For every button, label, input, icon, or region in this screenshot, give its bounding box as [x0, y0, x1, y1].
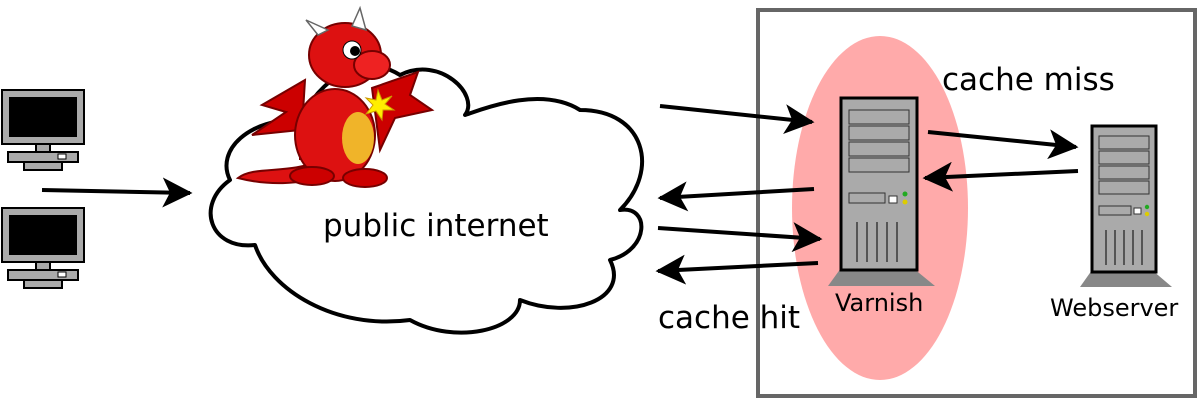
arrow-webserver-to-varnish: [922, 161, 1079, 192]
webserver-label: Webserver: [1050, 294, 1178, 322]
server-frame: [756, 8, 1197, 398]
arrow-varnish-to-internet-hit: [655, 254, 819, 285]
desktop-computer-icon: [1, 89, 85, 171]
server-tower-icon: [828, 96, 935, 286]
desktop-computer-icon: [1, 207, 85, 289]
arrow-varnish-to-internet-miss: [657, 181, 815, 212]
varnish-server: [828, 96, 935, 286]
cache-miss-label: cache miss: [942, 62, 1115, 98]
client-computer-bottom: [1, 207, 85, 289]
arrow-internet-to-varnish-hit: [657, 222, 823, 253]
arrow-clients-to-internet: [41, 177, 193, 208]
cache-hit-label: cache hit: [658, 300, 800, 336]
webserver: [1080, 124, 1172, 287]
client-computer-top: [1, 89, 85, 171]
dragon-mascot-icon: [235, 5, 435, 188]
cloud-label: public internet: [323, 208, 549, 244]
arrow-internet-to-varnish-miss: [659, 104, 815, 135]
arrow-varnish-to-webserver: [927, 129, 1079, 160]
server-tower-icon: [1080, 124, 1172, 287]
varnish-label: Varnish: [835, 289, 923, 317]
